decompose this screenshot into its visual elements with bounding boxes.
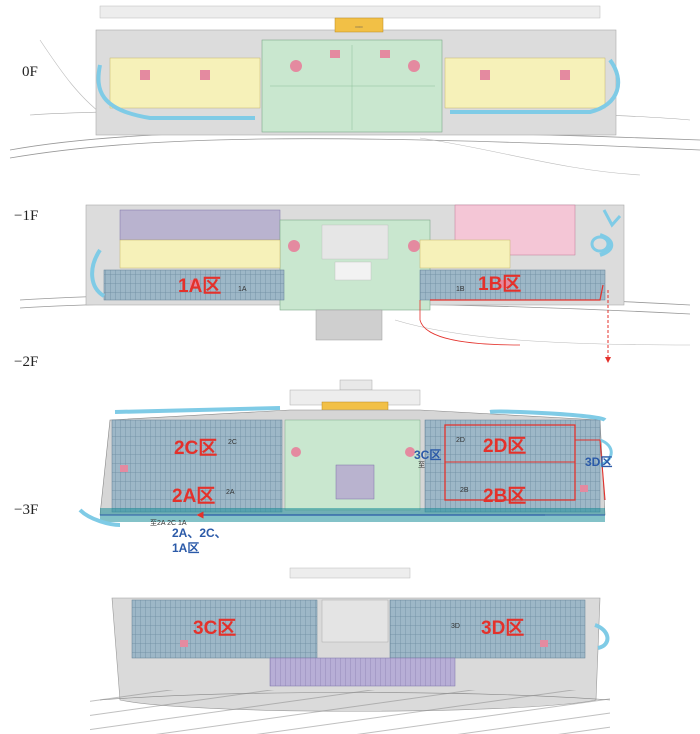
floor-label-minus-3f: −3F bbox=[14, 502, 39, 518]
zone-code-1a: 1A bbox=[238, 286, 247, 293]
route-label-line-2: 1A区 bbox=[172, 541, 199, 555]
zone-label-3c: 3C区 bbox=[193, 618, 236, 639]
zone-label-3d: 3D区 bbox=[481, 618, 524, 639]
zone-label-2a: 2A区 bbox=[172, 486, 215, 507]
floor-minus-1f-plan bbox=[19, 204, 691, 346]
zone-code-2c: 2C bbox=[228, 439, 237, 446]
zone-code-2a: 2A bbox=[226, 489, 235, 496]
route-destinations-line: 至2A 2C 1A bbox=[150, 519, 187, 527]
floor-label-0f: 0F bbox=[22, 64, 38, 80]
floor-0f-plan: ▭▭ bbox=[9, 5, 700, 176]
zone-code-2b: 2B bbox=[460, 487, 469, 494]
zone-label-2c: 2C区 bbox=[174, 438, 217, 459]
route-label-3c: 3C区 bbox=[414, 448, 441, 462]
zone-code-3d: 3D bbox=[451, 623, 460, 630]
route-label-3d: 3D区 bbox=[585, 455, 612, 469]
zone-code-1b: 1B bbox=[456, 286, 465, 293]
zone-label-2b: 2B区 bbox=[483, 486, 526, 507]
floor-minus-3f-plan bbox=[90, 567, 611, 734]
zone-label-2d: 2D区 bbox=[483, 436, 526, 457]
route-to-3c-prefix: 至 bbox=[418, 461, 425, 469]
route-label-line-1: 2A、2C、 bbox=[172, 526, 227, 540]
zone-code-2d: 2D bbox=[456, 437, 465, 444]
floor-label-minus-2f: −2F bbox=[14, 354, 39, 370]
zone-label-1b: 1B区 bbox=[478, 274, 521, 295]
floor-minus-2f-plan bbox=[78, 379, 613, 527]
zone-label-1a: 1A区 bbox=[178, 276, 221, 297]
floor-label-minus-1f: −1F bbox=[14, 208, 39, 224]
svg-text:▭▭: ▭▭ bbox=[355, 24, 363, 29]
